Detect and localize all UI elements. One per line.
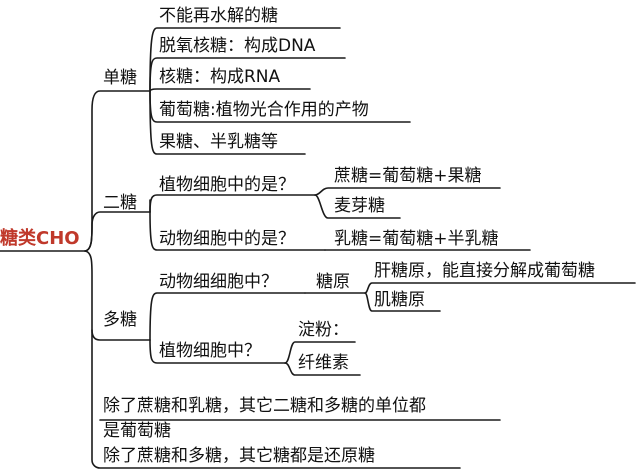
poly-plant-stem xyxy=(149,339,286,364)
di-plant-answer-a: 蔗糖=葡萄糖+果糖 xyxy=(334,166,482,186)
poly-plant-mid xyxy=(284,341,356,364)
poly-plant-mid: 淀粉： xyxy=(298,320,349,340)
poly-animal-b xyxy=(364,292,441,312)
di-plant-stem xyxy=(149,194,316,213)
mono-b1 xyxy=(149,57,346,92)
poly-label: 多糖 xyxy=(103,310,137,330)
poly-animal-question: 动物细细胞中？ xyxy=(159,272,278,292)
note-line-1: 除了蔗糖和乳糖，其它二糖和多糖的单位都 xyxy=(103,396,426,416)
trunk-to-mono xyxy=(84,90,151,252)
di-plant-a xyxy=(314,187,501,196)
di-plant-question: 植物细胞中的是？ xyxy=(159,175,295,195)
di-animal-stem xyxy=(149,211,326,251)
mono-item-3: 核糖：构成RNA xyxy=(159,67,281,87)
note-line-2: 是葡萄糖 xyxy=(103,421,171,441)
di-animal-question: 动物细胞中的是？ xyxy=(159,229,295,249)
trunk-to-notes xyxy=(91,329,461,469)
poly-plant-question: 植物细胞中？ xyxy=(159,341,261,361)
poly-animal-stem xyxy=(149,292,306,341)
root-label: 糖类CHO xyxy=(0,228,80,249)
mono-item-4: 葡萄糖:植物光合作用的产物 xyxy=(159,100,369,120)
mono-b2 xyxy=(149,88,311,92)
mono-item-1: 不能再水解的糖 xyxy=(159,6,278,26)
mono-label: 单糖 xyxy=(103,68,137,88)
poly-plant-a xyxy=(284,362,361,376)
di-label: 二糖 xyxy=(103,193,137,213)
mono-item-2: 脱氧核糖：构成DNA xyxy=(159,36,316,56)
di-plant-answer-b: 麦芽糖 xyxy=(334,196,385,216)
di-plant-b xyxy=(314,194,401,219)
poly-animal-answer-a: 肝糖原，能直接分解成葡萄糖 xyxy=(374,261,595,281)
di-animal-answer: 乳糖=葡萄糖+半乳糖 xyxy=(334,229,499,249)
poly-plant-answer: 纤维素 xyxy=(298,353,349,373)
poly-animal-answer-b: 肌糖原 xyxy=(374,290,425,310)
mono-b4 xyxy=(149,90,306,155)
mono-item-5: 果糖、半乳糖等 xyxy=(159,132,278,152)
trunk-to-di xyxy=(84,211,151,252)
poly-animal-mid: 糖原 xyxy=(316,272,350,292)
note-line-3: 除了蔗糖和多糖，其它糖都是还原糖 xyxy=(103,446,375,466)
